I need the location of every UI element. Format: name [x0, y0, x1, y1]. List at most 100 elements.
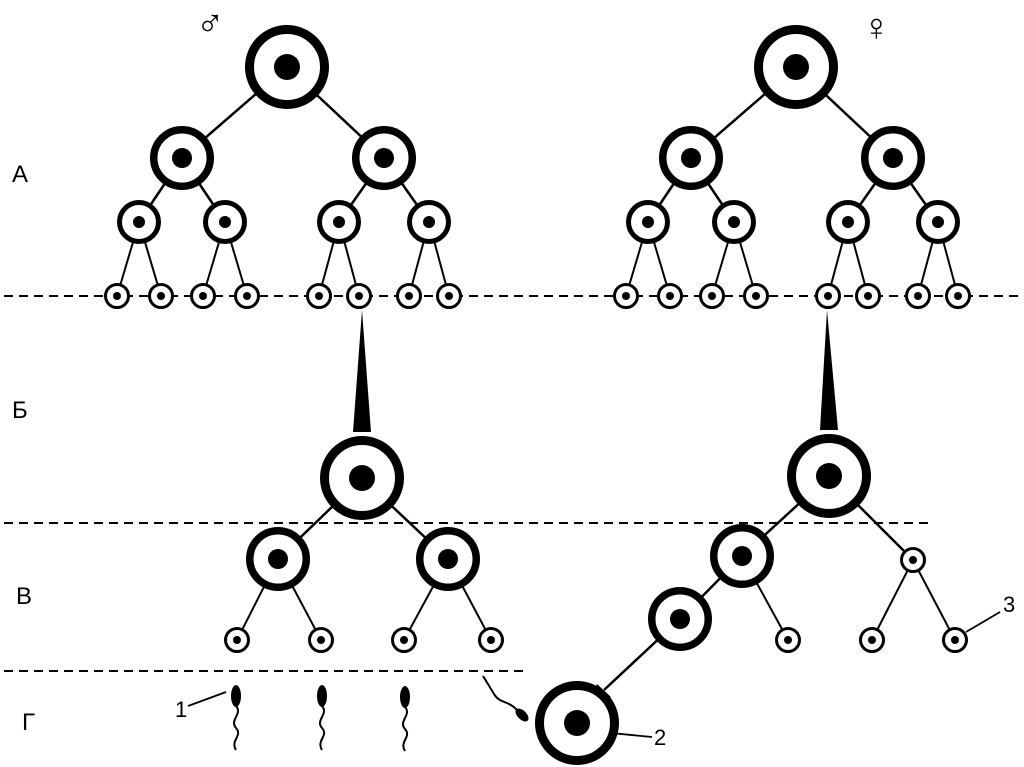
cell-nucleus: [824, 292, 832, 300]
cell-nucleus: [445, 292, 453, 300]
sperm-cell: [231, 685, 241, 751]
male-spermatid-cell: [391, 627, 417, 653]
male-spermatogonium-cell: [148, 283, 174, 309]
stage-boundary-lines: [4, 295, 1024, 672]
sperm-head: [515, 708, 529, 722]
sperm-cell: [400, 686, 410, 752]
cell-nucleus: [728, 216, 740, 228]
female-ootid-cell: [648, 587, 712, 651]
cell-nucleus: [219, 216, 231, 228]
male-secondary-spermatocyte: [246, 527, 310, 591]
callout-number-3: 3: [1003, 592, 1015, 617]
cell-nucleus: [157, 292, 165, 300]
callout-number-2: 2: [654, 725, 666, 750]
female-polar-body: [942, 627, 968, 653]
cell-nucleus: [233, 636, 241, 644]
approaching-sperm-cell: [482, 675, 529, 722]
cell-nucleus: [405, 292, 413, 300]
male-spermatogonium-cell: [436, 283, 462, 309]
cell-nucleus: [268, 549, 288, 569]
female-cell-l2: [626, 200, 670, 244]
cell-nucleus: [113, 292, 121, 300]
gamete-layer: [231, 675, 529, 752]
male-cell-l2: [117, 200, 161, 244]
cell-nucleus: [333, 216, 345, 228]
stage-label-v: В: [16, 583, 32, 610]
cell-nucleus: [932, 216, 944, 228]
cell-nucleus: [708, 292, 716, 300]
female-connector-polar: [912, 559, 956, 641]
male-primary-spermatocyte: [320, 436, 404, 520]
male-spermatogonium-cell: [396, 283, 422, 309]
sperm-head: [317, 685, 327, 707]
cell-nucleus: [400, 636, 408, 644]
stage-label-g: Г: [22, 709, 35, 736]
male-cell-l2: [317, 200, 361, 244]
sperm-head: [400, 686, 410, 708]
callout-number-1: 1: [175, 697, 187, 722]
female-second-polar-body: [775, 627, 801, 653]
egg-cell: [535, 681, 619, 765]
cell-nucleus: [951, 636, 959, 644]
cell-nucleus: [883, 148, 903, 168]
female-polar-body: [859, 627, 885, 653]
cell-nucleus: [622, 292, 630, 300]
cell-layer: [104, 25, 971, 765]
female-symbol: ♀: [862, 7, 891, 49]
female-connector-polar: [871, 559, 914, 641]
cell-nucleus: [914, 292, 922, 300]
stage-label-a: А: [12, 161, 28, 188]
male-cell-l2: [407, 200, 451, 244]
callout-leader-3: [965, 611, 1001, 633]
sperm-tail: [402, 706, 409, 752]
cell-nucleus: [954, 292, 962, 300]
male-spermatogonium-cell: [190, 283, 216, 309]
female-cell-l2: [712, 200, 756, 244]
sperm-tail: [482, 675, 518, 711]
cell-nucleus: [642, 216, 654, 228]
male-spermatogonium-cell: [234, 283, 260, 309]
cell-nucleus: [243, 292, 251, 300]
male-spermatid-cell: [224, 627, 250, 653]
female-spermatogonium-cell: [699, 283, 725, 309]
cell-nucleus: [172, 148, 192, 168]
male-secondary-spermatocyte: [416, 527, 480, 591]
female-first-polar-body: [900, 547, 926, 573]
cell-nucleus: [487, 636, 495, 644]
cell-nucleus: [355, 292, 363, 300]
male-cell-l2: [203, 200, 247, 244]
male-spermatogonium-cell: [306, 283, 332, 309]
female-cell-l1: [861, 126, 925, 190]
cell-nucleus: [374, 148, 394, 168]
cell-nucleus: [864, 292, 872, 300]
male-growth-wedge: [353, 310, 371, 432]
cell-nucleus: [315, 292, 323, 300]
female-secondary-oocyte: [710, 524, 774, 588]
female-spermatogonium-cell: [743, 283, 769, 309]
female-primary-oocyte: [787, 434, 871, 518]
cell-nucleus: [909, 556, 917, 564]
cell-nucleus: [784, 636, 792, 644]
callout-leader-1: [187, 691, 227, 707]
cell-nucleus: [438, 549, 458, 569]
female-cell-l2: [916, 200, 960, 244]
cell-nucleus: [349, 465, 375, 491]
sperm-cell: [317, 685, 327, 751]
male-cell-l1: [352, 126, 416, 190]
cell-nucleus: [783, 54, 809, 80]
cell-nucleus: [317, 636, 325, 644]
female-spermatogonium-cell: [815, 283, 841, 309]
male-spermatogonium-cell: [104, 283, 130, 309]
sperm-tail: [233, 705, 240, 751]
female-cell-l1: [659, 126, 723, 190]
female-spermatogonium-cell: [855, 283, 881, 309]
female-cell-l2: [826, 200, 870, 244]
cell-nucleus: [732, 546, 752, 566]
cell-nucleus: [274, 54, 300, 80]
male-symbol: ♂: [196, 3, 225, 45]
cell-nucleus: [752, 292, 760, 300]
cell-nucleus: [670, 609, 690, 629]
male-cell-l1: [150, 126, 214, 190]
cell-nucleus: [868, 636, 876, 644]
cell-nucleus: [133, 216, 145, 228]
